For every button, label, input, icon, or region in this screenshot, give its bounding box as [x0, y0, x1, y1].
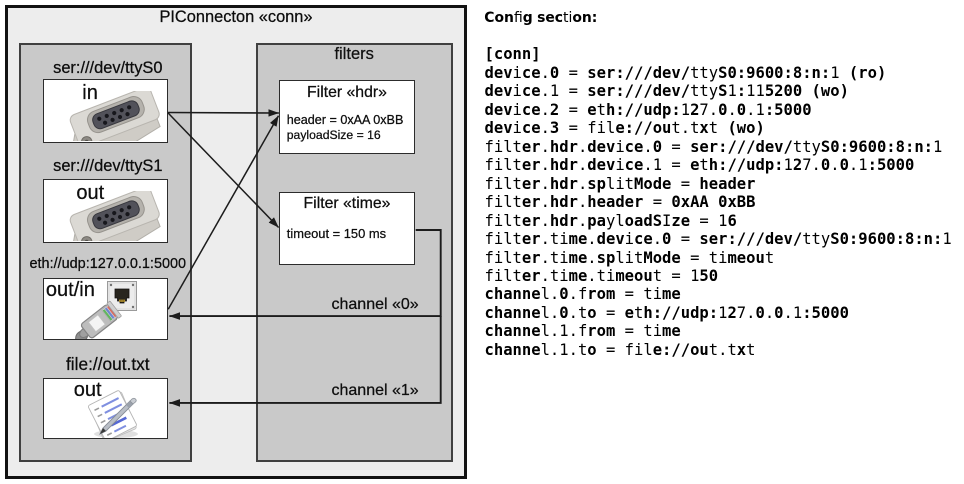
- device-label-ttyS1: ser:///dev/ttyS1: [53, 157, 163, 176]
- config-line: filter.hdr.device.0 = ser:///dev/ttyS0:9…: [484, 137, 943, 156]
- config-line: filter.time.splitMode = timeout: [484, 248, 775, 267]
- config-heading: Config section:: [484, 10, 598, 26]
- filter-node-time: Filter «time» timeout = 150 ms: [279, 191, 415, 265]
- config-line: filter.hdr.splitMode = header: [484, 174, 756, 193]
- config-line: channel.1.from = time: [484, 322, 681, 341]
- config-line: filter.hdr.device.1 = eth://udp:127.0.0.…: [484, 156, 915, 175]
- notepad-pen-icon: [88, 389, 139, 438]
- config-line: filter.time.timeout = 150: [484, 267, 719, 286]
- config-line: channel.1.to = file://out.txt: [484, 340, 756, 359]
- device-node-ttyS0: in: [43, 79, 169, 143]
- config-line: channel.0.to = eth://udp:127.0.0.1:5000: [484, 303, 849, 322]
- device-mode-label: in: [82, 81, 98, 104]
- device-label-file: file://out.txt: [66, 353, 150, 374]
- channel-0-label: channel «0»: [331, 296, 419, 314]
- filter-hdr-param-payload: payloadSize = 16: [286, 128, 381, 143]
- config-line: device.0 = ser:///dev/ttyS0:9600:8:n:1 (…: [484, 63, 887, 82]
- device-node-file: out: [43, 377, 169, 439]
- config-line: filter.hdr.header = 0xAA 0xBB: [484, 193, 756, 212]
- filter-node-hdr: Filter «hdr» header = 0xAA 0xBB payloadS…: [279, 80, 415, 154]
- device-label-ttyS0: ser:///dev/ttyS0: [53, 59, 163, 78]
- serial-connector-icon: [70, 191, 162, 241]
- device-mode-label: out/in: [45, 278, 95, 301]
- device-mode-label: out: [73, 378, 102, 401]
- config-line: filter.hdr.payloadSIze = 16: [484, 211, 737, 230]
- filters-compartment-title: filters: [334, 45, 374, 64]
- config-line: device.1 = ser:///dev/ttyS1:115200 (wo): [484, 82, 849, 101]
- device-node-ttyS1: out: [43, 179, 169, 243]
- config-line: [conn]: [484, 45, 541, 64]
- filter-time-param-timeout: timeout = 150 ms: [286, 226, 387, 242]
- config-line: device.3 = file://out.txt (wo): [484, 119, 765, 138]
- channel-1-label: channel «1»: [331, 381, 419, 399]
- filter-hdr-param-header: header = 0xAA 0xBB: [286, 112, 404, 127]
- config-line: filter.time.device.0 = ser:///dev/ttyS0:…: [484, 230, 952, 249]
- piconnecton-package-box: PIConnecton «conn» filters ser:///dev/tt…: [5, 4, 467, 480]
- device-label-eth: eth://udp:127.0.0.1:5000: [29, 256, 187, 272]
- device-mode-label: out: [76, 182, 105, 205]
- filter-hdr-title: Filter «hdr»: [307, 83, 387, 101]
- device-node-eth: out/in: [43, 278, 169, 340]
- filter-time-title: Filter «time»: [303, 195, 391, 213]
- ethernet-plug-icon: [59, 301, 122, 339]
- config-line: channel.0.from = time: [484, 285, 681, 304]
- config-line: device.2 = eth://udp:127.0.0.1:5000: [484, 100, 812, 119]
- diagram-title: PIConnecton «conn»: [159, 8, 313, 27]
- serial-connector-icon: [70, 91, 162, 141]
- config-lines: [conn]device.0 = ser:///dev/ttyS0:9600:8…: [485, 45, 952, 359]
- ethernet-jack-icon: [107, 280, 138, 311]
